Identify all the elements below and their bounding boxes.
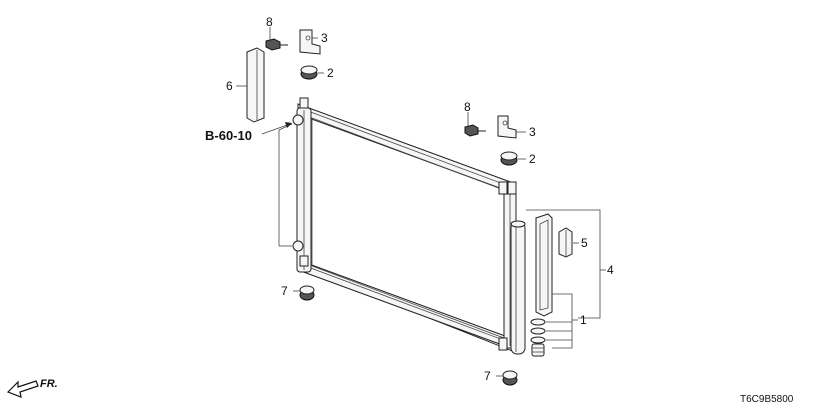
cushion-upper-right: [500, 151, 518, 166]
front-arrow-label: FR.: [40, 378, 58, 390]
receiver-dryer: [510, 220, 526, 355]
cushion-lower-right: [502, 370, 518, 386]
bracket-upper-left: [299, 29, 321, 55]
part-label-2-right: 2: [529, 152, 536, 166]
o-ring-stack: [530, 318, 546, 357]
part-label-3-upper: 3: [321, 31, 328, 45]
part-label-2-upper: 2: [327, 66, 334, 80]
cushion-lower-left: [299, 285, 315, 301]
part-label-8-upper: 8: [266, 15, 273, 29]
part-label-7-right: 7: [484, 369, 491, 383]
part-label-3-right: 3: [529, 125, 536, 139]
reference-label[interactable]: B-60-10: [205, 128, 252, 143]
part-label-5: 5: [581, 236, 588, 250]
leader-lines: [236, 27, 606, 377]
part-label-7-left: 7: [281, 284, 288, 298]
cushion-upper-left: [300, 65, 318, 80]
bolt-upper-right: [464, 124, 486, 137]
front-arrow-icon: [6, 380, 39, 398]
part-label-4: 4: [607, 263, 614, 277]
bolt-upper-left: [265, 38, 288, 51]
bracket-upper-right: [497, 115, 517, 139]
part-label-8-right: 8: [464, 100, 471, 114]
desiccant-strip: [535, 213, 553, 317]
filter-block: [558, 227, 573, 258]
condenser-core: [292, 97, 517, 353]
part-label-6: 6: [226, 79, 233, 93]
rubber-strip: [246, 47, 265, 123]
part-label-1: 1: [580, 313, 587, 327]
diagram-code: T6C9B5800: [740, 394, 794, 405]
